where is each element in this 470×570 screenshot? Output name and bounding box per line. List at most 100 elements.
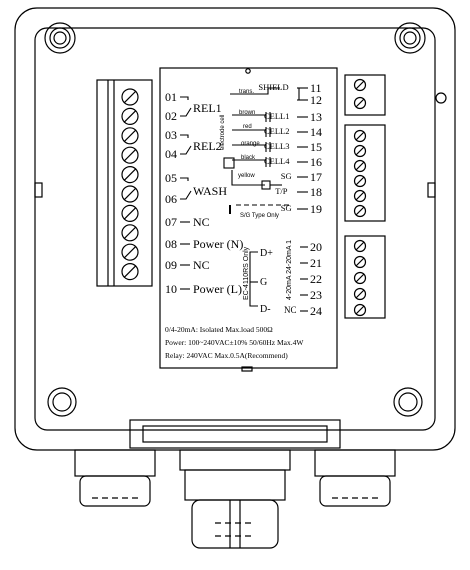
right-terminal-number: 14 (310, 125, 322, 139)
wire-color-brown: brown (239, 110, 256, 116)
left-terminal-number: 05 (165, 171, 177, 185)
left-terminal-number: 04 (165, 147, 177, 161)
bottom-bar (129, 419, 341, 449)
right-terminal-screw (353, 129, 367, 143)
right-terminal-screw (353, 159, 367, 173)
cable-gland-center (179, 449, 291, 549)
electrode-cell-wiring (223, 87, 290, 214)
sg-type-note: S/G Type Only (240, 213, 279, 219)
rs485-d-minus: D- (260, 304, 271, 315)
right-terminal-label: SG (280, 203, 292, 213)
right-terminal-number: 13 (310, 110, 322, 124)
right-terminal-number: 16 (310, 155, 322, 169)
right-terminal-label: SHIELD (258, 82, 289, 92)
right-terminal-label: CELL1 (264, 111, 290, 121)
rs485-bracket (249, 251, 258, 307)
right-terminal-screw (353, 96, 367, 110)
right-terminal-screw (353, 174, 367, 188)
comm-terminal-label: NC (284, 305, 297, 315)
right-terminal-screw (353, 303, 367, 317)
comm-terminal-number: 20 (310, 240, 322, 254)
right-terminal-number: 11 (310, 81, 322, 95)
left-terminal-screw (121, 107, 139, 126)
spec-current-output: 0/4-20mA: Isolated Max.load 500Ω (165, 325, 273, 334)
wire-color-red: red (243, 124, 252, 130)
side-tab-right (427, 182, 436, 198)
right-terminal-screw (353, 78, 367, 92)
right-terminal-label: T/P (275, 186, 288, 196)
left-terminal-number: 03 (165, 128, 177, 142)
right-terminal-label: CELL2 (264, 126, 290, 136)
wire-color-trans: trans. (239, 89, 255, 95)
right-terminal-number: 17 (310, 170, 322, 184)
right-terminal-label: CELL3 (264, 141, 290, 151)
label-plate (159, 67, 338, 369)
right-terminal-block-mid (344, 124, 386, 222)
left-terminal-number: 02 (165, 109, 177, 123)
left-terminal-number: 10 (165, 282, 177, 296)
left-terminal-screw (121, 185, 139, 203)
right-terminal-screw (353, 271, 367, 285)
plate-hole-top (245, 68, 251, 74)
spec-relay: Relay: 240VAC Max.0.5A(Recommend) (165, 351, 288, 360)
left-terminal-screw (121, 166, 139, 184)
left-terminal-label: Power (L) (193, 282, 242, 296)
left-terminal-screw (121, 88, 139, 106)
shield-bracket (298, 88, 308, 101)
right-terminal-label: CELL4 (264, 156, 290, 166)
side-tab-left (34, 182, 43, 198)
relay-contact-symbol (180, 177, 192, 200)
right-terminal-label: SG (280, 171, 292, 181)
right-terminal-screw (353, 204, 367, 218)
left-terminal-label: REL2 (193, 139, 222, 153)
left-terminal-number: 01 (165, 90, 177, 104)
enclosure-outer (14, 7, 456, 451)
right-terminal-number: 12 (310, 93, 322, 107)
comm-terminal-number: 23 (310, 288, 322, 302)
comm-terminal-number: 24 (310, 304, 322, 318)
right-terminal-number: 15 (310, 140, 322, 154)
left-terminal-screw (121, 243, 139, 261)
relay-contact-symbol (180, 96, 192, 117)
left-terminal-number: 07 (165, 215, 177, 229)
right-terminal-number: 19 (310, 202, 322, 216)
right-terminal-screw (353, 255, 367, 269)
cable-gland-left (74, 449, 156, 507)
left-terminal-label: WASH (193, 184, 228, 198)
left-terminal-label: Power (N) (193, 237, 244, 251)
cable-gland-right (314, 449, 396, 507)
left-terminal-number: 09 (165, 258, 177, 272)
rs485-d-plus: D+ (260, 248, 273, 259)
rs485-g: G (260, 277, 268, 288)
wire-color-orange: orange (241, 141, 260, 147)
enclosure-inner (34, 27, 436, 431)
right-terminal-screw (353, 287, 367, 301)
left-terminal-block (96, 79, 153, 287)
wire-color-black: black (241, 155, 256, 161)
right-terminal-number: 18 (310, 185, 322, 199)
comm-terminal-number: 22 (310, 272, 322, 286)
wire-color-yellow: yellow (238, 173, 255, 179)
left-terminal-number: 08 (165, 237, 177, 251)
left-terminal-number: 06 (165, 192, 177, 206)
comm-terminal-number: 21 (310, 256, 322, 270)
plate-slot-bottom (241, 366, 253, 372)
right-terminal-screw (353, 239, 367, 253)
output-2-label: 4-20mA 2 (286, 270, 293, 300)
spec-power: Power: 100~240VAC±10% 50/60Hz Max.4W (165, 338, 304, 347)
left-terminal-screw (121, 263, 139, 281)
screw-boss-bottom-right (393, 387, 423, 417)
left-terminal-screw (121, 204, 139, 222)
right-terminal-screw (353, 144, 367, 158)
left-terminal-label: NC (193, 215, 210, 229)
right-terminal-block-bottom (344, 235, 386, 319)
right-terminal-screw (353, 189, 367, 203)
left-terminal-screw (121, 224, 139, 242)
left-terminal-label: REL1 (193, 101, 222, 115)
screw-boss-top-right (394, 22, 426, 54)
left-terminal-screw (121, 146, 139, 164)
right-terminal-block-top (344, 74, 386, 116)
electrode-cell-label: electrode cell (220, 114, 226, 150)
